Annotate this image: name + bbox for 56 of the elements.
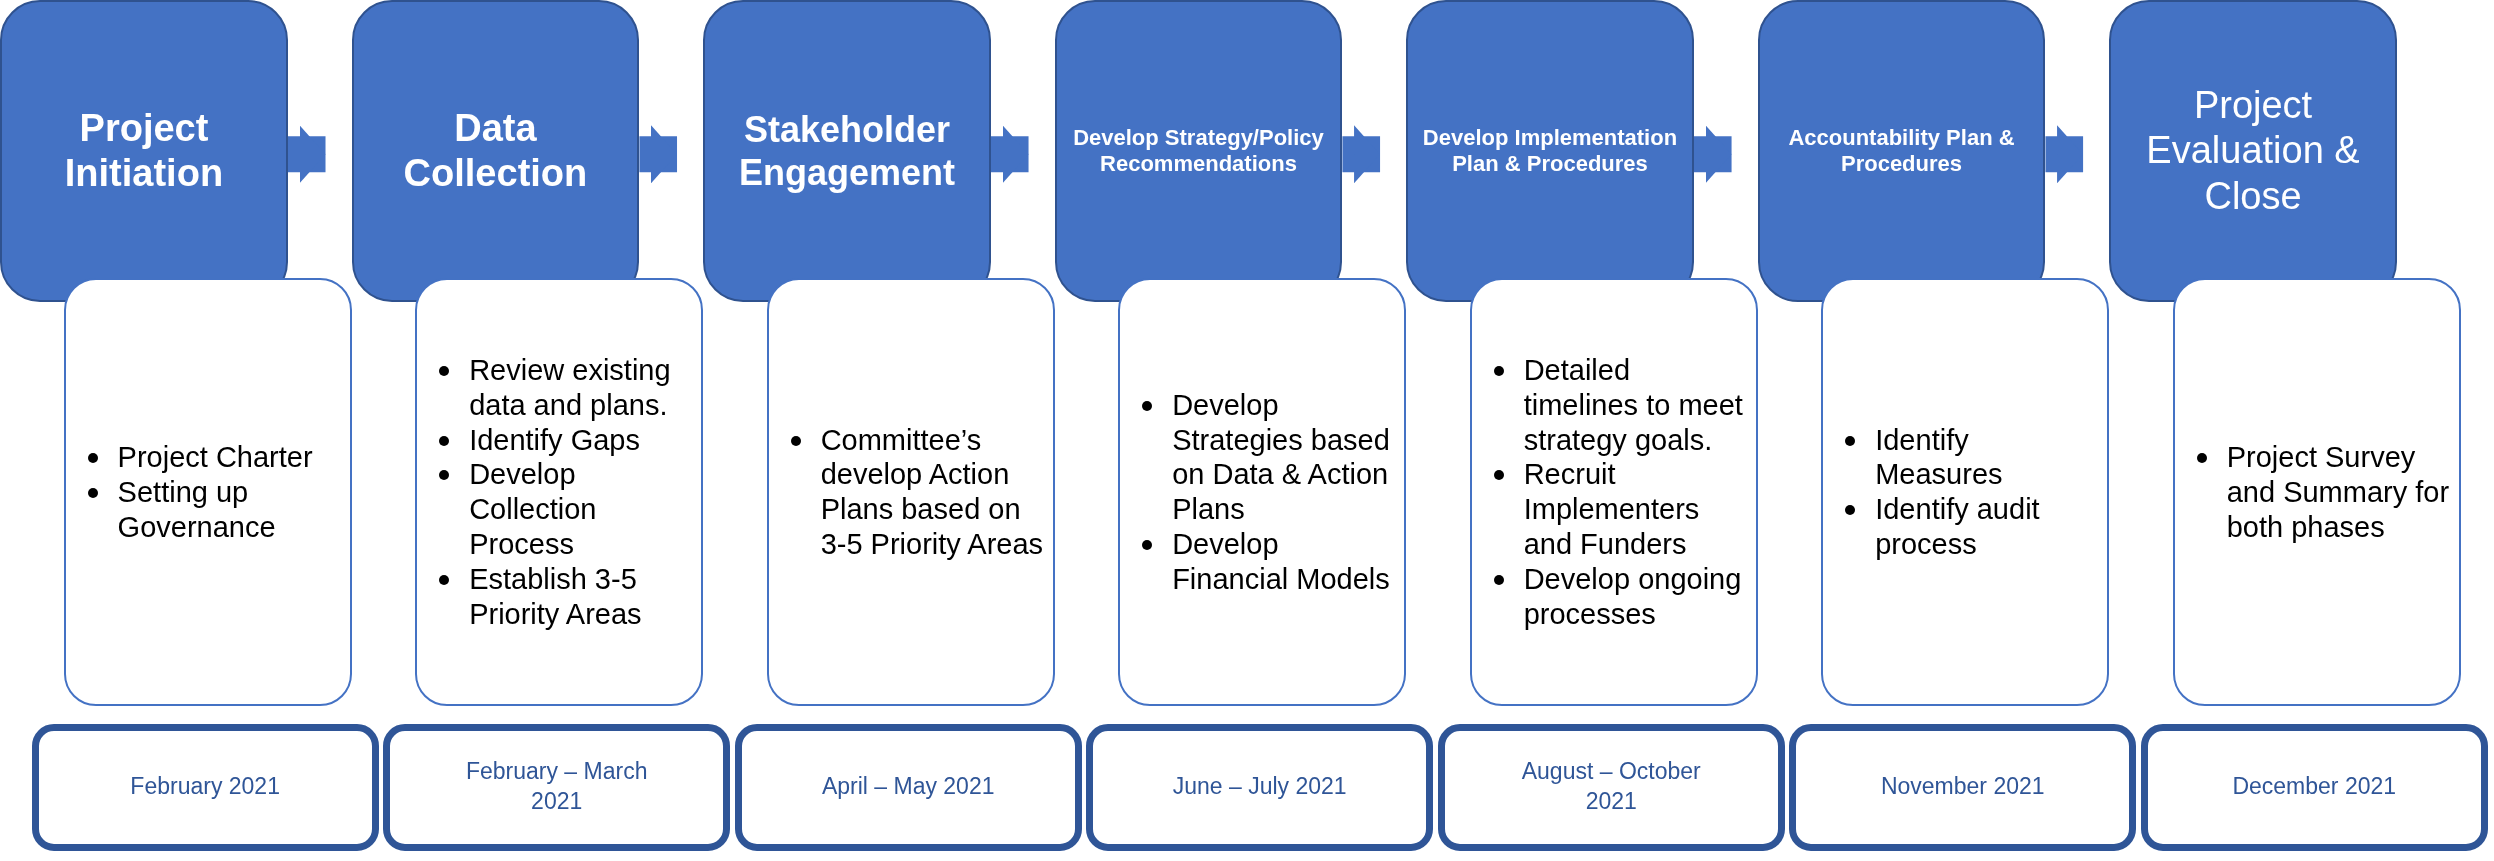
phase-box (351, 0, 640, 303)
date-text: February – March 2021 (464, 757, 649, 817)
task-card (766, 278, 1055, 707)
date-text: February 2021 (130, 772, 280, 802)
task-card (415, 278, 703, 707)
bullet-item: Establish 3-5 Priority Areas (469, 561, 643, 632)
date-box (1789, 723, 2137, 851)
date-text: June – July 2021 (1172, 772, 1347, 802)
arrow (1342, 125, 1381, 184)
date-text: December 2021 (2232, 772, 2397, 802)
bullet-item: Project Charter (117, 440, 313, 475)
date-box (383, 723, 731, 851)
task-card (63, 278, 352, 707)
bullet-item: Develop ongoing processes (1523, 561, 1743, 632)
phase-title: Stakeholder Engagement (737, 107, 956, 195)
arrow (1693, 125, 1732, 184)
bullet-item: Detailed timelines to meet strategy goals. (1523, 353, 1744, 458)
arrow (639, 125, 678, 184)
task-card (2172, 278, 2461, 707)
bullet-item: Recruit Implementers and Funders (1523, 457, 1701, 562)
arrow (2045, 125, 2084, 184)
phase-box (0, 0, 288, 303)
phase-box (1406, 0, 1694, 303)
bullet-item: Review existing data and plans. (469, 353, 672, 423)
phase-title: Data Collection (402, 105, 589, 197)
bullet-item: Develop Collection Process (469, 457, 598, 562)
date-box (1437, 723, 1785, 851)
phase-title: Develop Implementation Plan & Procedures (1421, 124, 1679, 178)
phase-title: Accountability Plan & Procedures (1787, 124, 2016, 178)
phase-box (1054, 0, 1343, 303)
bullet-item: Develop Strategies based on Data & Action Plans (1172, 387, 1391, 528)
date-box (31, 723, 379, 851)
bullet-item: Develop Financial Models (1172, 527, 1391, 597)
task-card (1469, 278, 1758, 707)
bullet-item: Committee’s develop Action Plans based on 3-5 Priority Areas (820, 422, 1045, 562)
bullet-item: Identify Measures (1875, 422, 2004, 493)
phase-title: Project Evaluation & Close (2145, 82, 2361, 219)
date-box (2140, 723, 2488, 851)
date-box (734, 723, 1082, 851)
bullet-item: Identify audit process (1875, 492, 2041, 562)
task-card (1821, 278, 2110, 707)
phase-box (703, 0, 991, 303)
phase-box (1757, 0, 2046, 303)
arrow (287, 125, 326, 184)
bullet-item: Setting up Governance (117, 474, 277, 545)
date-text: August – October 2021 (1520, 757, 1702, 817)
bullet-item: Project Survey and Summary for both phases (2226, 440, 2451, 545)
bullet-item: Identify Gaps (469, 422, 640, 458)
phase-title: Project Initiation (63, 105, 225, 197)
phase-title: Develop Strategy/Policy Recommendations (1072, 124, 1325, 178)
date-box (1086, 723, 1434, 851)
date-text: April – May 2021 (821, 772, 995, 802)
date-text: November 2021 (1880, 772, 2045, 802)
task-card (1118, 278, 1407, 707)
phase-box (2109, 0, 2397, 303)
arrow (990, 125, 1029, 184)
